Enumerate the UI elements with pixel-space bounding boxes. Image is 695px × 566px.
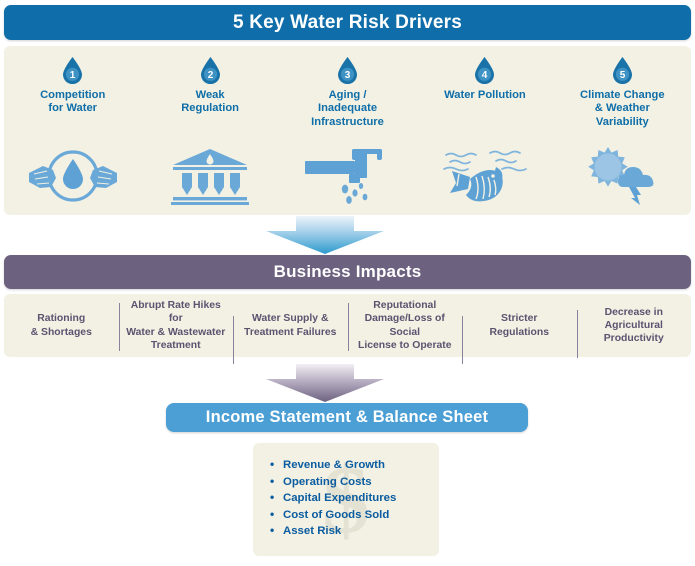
water-drop-badge-icon: 2 [200,57,221,84]
page-title: 5 Key Water Risk Drivers [4,5,691,40]
list-item: Operating Costs [270,473,439,491]
water-drop-badge-icon: 1 [62,57,83,84]
driver-label-1: Competition for Water [40,89,106,115]
driver-label-5: Climate Change & Weather Variability [580,89,665,128]
impact-item-rationing: Rationing & Shortages [30,313,92,338]
blue-down-arrow-icon [266,216,384,254]
impacts-row: Rationing & Shortages Abrupt Rate Hikes … [4,294,692,366]
water-drop-badge-icon: 5 [612,57,633,84]
page-title-text: 5 Key Water Risk Drivers [232,11,463,33]
driver-label-4: Water Pollution [444,89,526,101]
purple-down-arrow-icon [266,364,384,402]
income-statement-heading-text: Income Statement & Balance Sheet [205,408,489,426]
driver-number-4: 4 [482,70,488,81]
list-item: Capital Expenditures [270,489,439,507]
government-building-icon [141,143,278,205]
driver-number-1: 1 [70,70,76,81]
drivers-row: 1 Competition for Water [4,46,691,215]
impact-item-supply-failures: Water Supply & Treatment Failures [233,312,348,366]
business-impacts-heading-text: Business Impacts [273,262,422,281]
financials-list: Revenue & Growth Operating Costs Capital… [270,456,439,540]
business-impacts-heading: Business Impacts [4,255,691,289]
water-drop-badge-icon: 4 [474,57,495,84]
driver-item-5: 5 Climate Change & Weather Variability [554,46,691,215]
hands-reaching-water-drop-icon [4,143,141,205]
impact-item-rate-hikes: Abrupt Rate Hikes for Water & Wastewater… [118,299,234,352]
driver-item-4: 4 Water Pollution [416,46,553,215]
income-statement-heading: Income Statement & Balance Sheet [166,403,528,432]
financials-panel: $ Revenue & Growth Operating Costs Capit… [253,443,439,556]
impact-item-stricter-regulations: Stricter Regulations [462,312,577,366]
driver-item-1: 1 Competition for Water [4,46,141,215]
driver-number-3: 3 [345,70,351,81]
list-item: Asset Risk [270,522,439,540]
driver-label-2: Weak Regulation [181,89,240,115]
list-item: Revenue & Growth [270,456,439,474]
impact-item-agricultural-productivity: Decrease in Agricultural Productivity [576,306,692,358]
leaking-faucet-icon [279,143,416,205]
list-item: Cost of Goods Sold [270,506,439,524]
driver-item-2: 2 Weak Regulation [141,46,278,215]
dead-fish-in-water-icon [416,143,553,205]
sun-cloud-lightning-icon [554,143,691,205]
impact-item-reputational-damage: Reputational Damage/Loss of Social Licen… [347,299,463,352]
driver-number-2: 2 [207,70,213,81]
driver-item-3: 3 Aging / Inadequate Infrastructure [279,46,416,215]
driver-label-3: Aging / Inadequate Infrastructure [311,89,384,128]
water-drop-badge-icon: 3 [337,57,358,84]
driver-number-5: 5 [620,70,626,81]
